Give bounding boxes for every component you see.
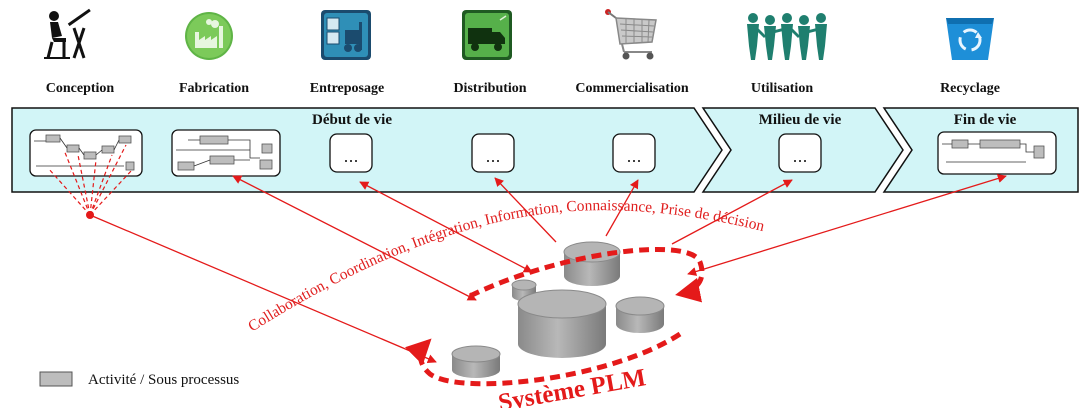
legend-label: Activité / Sous processus bbox=[88, 372, 239, 388]
database-cylinder bbox=[511, 279, 537, 301]
placeholder-box-3: ... bbox=[612, 133, 656, 173]
phase-label-end: Fin de vie bbox=[954, 112, 1017, 128]
designer-at-drafting-table-icon bbox=[44, 8, 91, 59]
placeholder-box-4: ... bbox=[778, 133, 822, 173]
placeholder-box-2: ... bbox=[471, 133, 515, 173]
factory-icon bbox=[185, 12, 233, 60]
conception-convergence-lines bbox=[47, 144, 133, 216]
stage-label-distribution: Distribution bbox=[453, 81, 526, 96]
shopping-cart-icon bbox=[605, 9, 657, 60]
stage-label-utilisation: Utilisation bbox=[751, 81, 813, 96]
plm-database-cluster bbox=[451, 241, 665, 378]
phase-label-beginning: Début de vie bbox=[312, 112, 392, 128]
database-cylinder bbox=[451, 345, 501, 378]
recycle-bin-icon bbox=[946, 18, 994, 60]
placeholder-text: ... bbox=[792, 146, 807, 166]
stage-label-conception: Conception bbox=[46, 81, 115, 96]
process-box-conception bbox=[29, 129, 143, 177]
legend-activity-swatch bbox=[39, 371, 73, 387]
placeholder-text: ... bbox=[343, 146, 358, 166]
delivery-truck-icon bbox=[462, 10, 512, 60]
plm-connection-arrows bbox=[89, 174, 1007, 363]
process-box-fabrication bbox=[171, 129, 281, 177]
people-chain-icon bbox=[747, 13, 827, 60]
plm-cycle-loop bbox=[405, 247, 705, 387]
stage-label-fabrication: Fabrication bbox=[179, 81, 249, 96]
phase-label-middle: Milieu de vie bbox=[759, 112, 842, 128]
database-cylinder bbox=[563, 241, 621, 286]
placeholder-box-1: ... bbox=[329, 133, 373, 173]
warehouse-forklift-icon bbox=[321, 10, 371, 60]
stage-label-commercialisation: Commercialisation bbox=[575, 81, 688, 96]
placeholder-text: ... bbox=[485, 146, 500, 166]
database-cylinder bbox=[615, 296, 665, 333]
plm-system-title: Système PLM bbox=[496, 364, 648, 408]
placeholder-text: ... bbox=[626, 146, 641, 166]
legend: Activité / Sous processus bbox=[39, 371, 239, 388]
database-cylinder bbox=[517, 289, 607, 358]
stage-label-recyclage: Recyclage bbox=[940, 81, 1000, 96]
process-box-end-of-life bbox=[937, 131, 1057, 175]
stage-label-entreposage: Entreposage bbox=[310, 81, 384, 96]
